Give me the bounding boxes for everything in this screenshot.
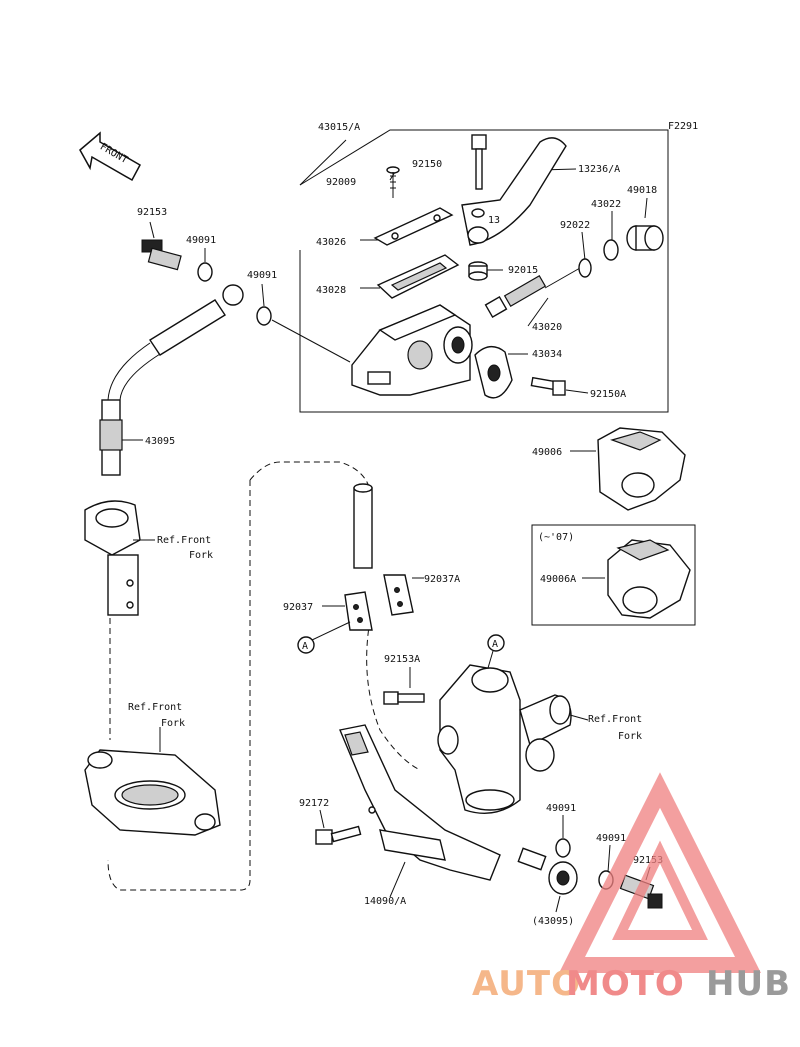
label-07: (~'07) bbox=[538, 532, 574, 543]
bolt-92150A bbox=[530, 376, 566, 396]
washer-49091-low bbox=[555, 838, 571, 858]
guard-14090A bbox=[339, 724, 501, 898]
piston-assembly bbox=[484, 267, 581, 319]
ref-front-fork-2a: Ref.Front bbox=[128, 702, 182, 713]
upper-fork-clamp bbox=[84, 500, 155, 616]
label-92150: 92150 bbox=[412, 159, 442, 170]
label-92172: 92172 bbox=[299, 798, 329, 809]
label-49091-low2: 49091 bbox=[596, 833, 626, 844]
label-49006A: 49006A bbox=[540, 574, 576, 585]
label-49091-mid: 49091 bbox=[247, 270, 277, 281]
dashed-guide-bottom bbox=[107, 480, 251, 891]
clamp-92037 bbox=[322, 591, 373, 631]
slave-cylinder-body bbox=[437, 664, 589, 814]
boot-49018 bbox=[626, 225, 664, 251]
washer-49091-mid bbox=[256, 283, 272, 326]
label-13236A: 13236/A bbox=[578, 164, 620, 175]
master-cylinder-body bbox=[271, 304, 473, 396]
callout-a-right: A bbox=[487, 634, 505, 669]
label-43022: 43022 bbox=[591, 199, 621, 210]
washer-92022 bbox=[578, 258, 592, 278]
lower-hose-fitting bbox=[517, 847, 578, 913]
bolt-92172 bbox=[315, 825, 362, 845]
label-43028: 43028 bbox=[316, 285, 346, 296]
holder-49006A bbox=[607, 539, 691, 619]
callout-a-left: A bbox=[297, 621, 351, 654]
ref-front-fork-1b: Fork bbox=[189, 550, 213, 561]
ref-front-fork-1a: Ref.Front bbox=[157, 535, 211, 546]
ref-front-fork-3a: Ref.Front bbox=[588, 714, 642, 725]
hydraulic-hose bbox=[99, 284, 244, 476]
nut-92015 bbox=[468, 261, 488, 281]
bolt-92153A bbox=[383, 691, 425, 705]
front-arrow-icon: FRONT bbox=[79, 131, 142, 182]
callout-a-left-text: A bbox=[302, 641, 308, 652]
inset-box-07 bbox=[531, 524, 696, 626]
ref-front-fork-3b: Fork bbox=[618, 731, 642, 742]
label-92037: 92037 bbox=[283, 602, 313, 613]
screw-92009 bbox=[386, 166, 400, 198]
label-43015A: 43015/A bbox=[318, 122, 360, 133]
svg-text:13: 13 bbox=[488, 215, 500, 226]
label-92150A: 92150A bbox=[590, 389, 626, 400]
snap-ring-43022 bbox=[603, 239, 619, 261]
holder-49006 bbox=[597, 427, 686, 511]
watermark-text: AUTO MOTO HUB bbox=[472, 964, 791, 1004]
label-92153-top: 92153 bbox=[137, 207, 167, 218]
master-cylinder-box bbox=[299, 129, 669, 413]
reservoir-cap bbox=[373, 207, 454, 246]
label-43034: 43034 bbox=[532, 349, 562, 360]
label-14090A: 14090/A bbox=[364, 896, 406, 907]
label-92037A: 92037A bbox=[424, 574, 460, 585]
label-92009: 92009 bbox=[326, 177, 356, 188]
clamp-43034 bbox=[474, 346, 513, 399]
label-43095-paren: (43095) bbox=[532, 916, 574, 927]
lower-fork-clamp bbox=[84, 727, 221, 836]
label-43020: 43020 bbox=[532, 322, 562, 333]
label-92022: 92022 bbox=[560, 220, 590, 231]
label-49006: 49006 bbox=[532, 447, 562, 458]
dashed-guide-top bbox=[249, 461, 371, 491]
banjo-bolt-92153-top bbox=[141, 221, 182, 271]
label-92153A: 92153A bbox=[384, 654, 420, 665]
washer-49091-top bbox=[197, 248, 213, 282]
ref-front-fork-2b: Fork bbox=[161, 718, 185, 729]
label-43095: 43095 bbox=[145, 436, 175, 447]
watermark-part3: HUB bbox=[706, 964, 791, 1004]
figure-code: F2291 bbox=[668, 121, 698, 132]
watermark-triangle-icon bbox=[559, 772, 761, 973]
hose-mid-section bbox=[353, 483, 373, 569]
dashed-guide-right bbox=[366, 619, 421, 771]
diaphragm bbox=[376, 254, 460, 299]
label-49091-top: 49091 bbox=[186, 235, 216, 246]
watermark-part1: AUTO bbox=[472, 964, 581, 1004]
label-49018: 49018 bbox=[627, 185, 657, 196]
clutch-lever: 13 bbox=[461, 137, 567, 246]
label-43026: 43026 bbox=[316, 237, 346, 248]
label-92153-low: 92153 bbox=[633, 855, 663, 866]
clamp-92037A bbox=[383, 574, 424, 616]
watermark-part2: MOTO bbox=[566, 964, 685, 1004]
watermark-logo bbox=[559, 772, 761, 973]
label-92015: 92015 bbox=[508, 265, 538, 276]
callout-a-right-text: A bbox=[492, 639, 498, 650]
pivot-bolt-92150 bbox=[471, 134, 487, 190]
label-49091-low: 49091 bbox=[546, 803, 576, 814]
